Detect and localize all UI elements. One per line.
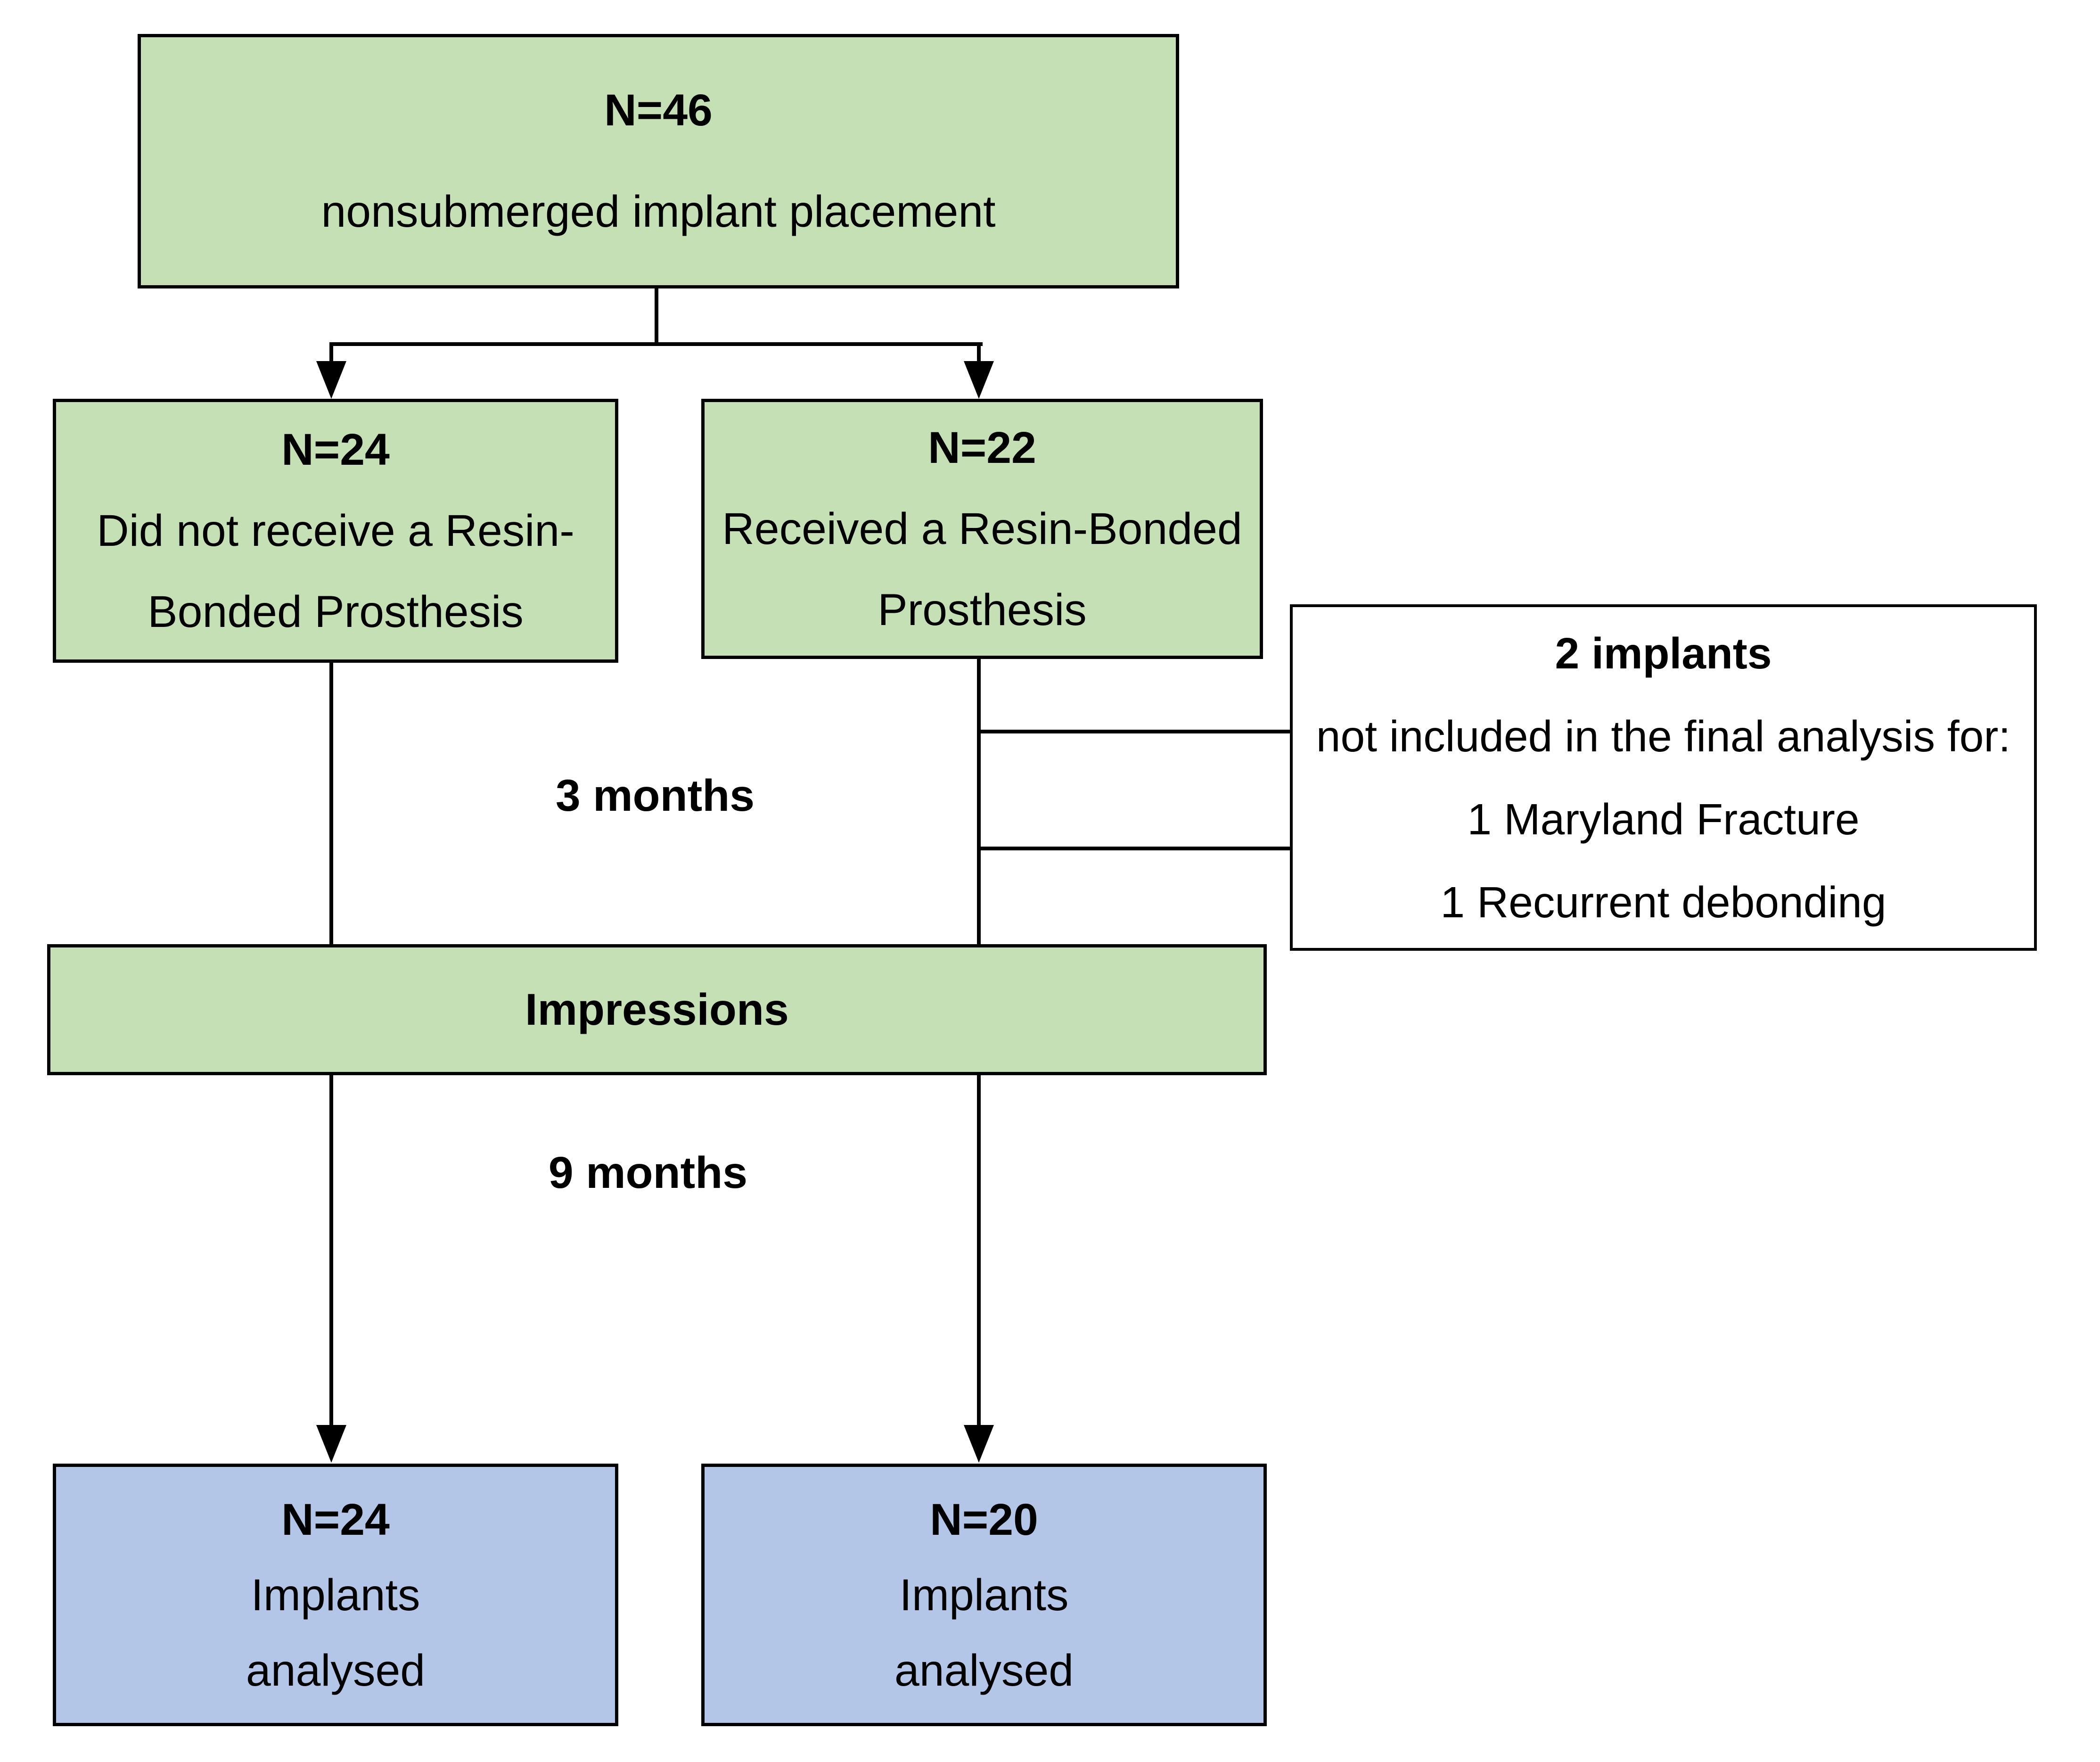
prosthesis-count: N=22 <box>928 423 1036 473</box>
enrollment-count: N=46 <box>604 85 713 135</box>
connector-split-horizontal <box>329 342 983 346</box>
analysed-left-line2: analysed <box>246 1645 426 1696</box>
analysed-left-count: N=24 <box>281 1494 390 1545</box>
connector-right-drop <box>977 342 981 367</box>
analysed-left-line1: Implants <box>251 1570 420 1620</box>
arrow-into-analysed-right-icon <box>964 1425 994 1463</box>
no-prosthesis-description-line1: Did not receive a Resin- <box>97 506 574 556</box>
arrow-into-right-box-icon <box>964 361 994 399</box>
excluded-reason-1: 1 Maryland Fracture <box>1467 794 1860 844</box>
arrow-into-analysed-left-icon <box>316 1425 346 1463</box>
excluded-count: 2 implants <box>1555 628 1772 678</box>
excluded-reason-2: 1 Recurrent debonding <box>1440 877 1887 927</box>
box-excluded: 2 implants not included in the final ana… <box>1290 604 2037 951</box>
connector-left-to-impressions <box>329 660 333 946</box>
prosthesis-description-line1: Received a Resin-Bonded <box>722 504 1242 554</box>
box-prosthesis: N=22 Received a Resin-Bonded Prosthesis <box>701 399 1263 659</box>
connector-left-drop <box>329 342 333 367</box>
box-enrollment: N=46 nonsubmerged implant placement <box>138 34 1179 288</box>
analysed-right-line1: Implants <box>899 1570 1069 1620</box>
analysed-right-line2: analysed <box>894 1645 1074 1696</box>
connector-right-to-impressions <box>977 656 981 946</box>
box-analysed-left: N=24 Implants analysed <box>53 1464 618 1726</box>
connector-left-to-analysed <box>329 1074 333 1428</box>
box-no-prosthesis: N=24 Did not receive a Resin- Bonded Pro… <box>53 399 618 663</box>
connector-right-to-analysed <box>977 1074 981 1428</box>
connector-enrollment-stem <box>655 287 658 345</box>
connector-exclusion-top <box>979 730 1292 733</box>
connector-exclusion-bottom <box>979 847 1292 850</box>
enrollment-description: nonsubmerged implant placement <box>321 187 996 237</box>
timepoint-3-months-label: 3 months <box>555 771 755 821</box>
arrow-into-left-box-icon <box>316 361 346 399</box>
prosthesis-description-line2: Prosthesis <box>878 585 1087 635</box>
excluded-reason-header: not included in the final analysis for: <box>1316 711 2011 761</box>
no-prosthesis-description-line2: Bonded Prosthesis <box>148 587 524 637</box>
box-analysed-right: N=20 Implants analysed <box>701 1464 1267 1726</box>
box-impressions: Impressions <box>47 944 1267 1075</box>
impressions-label: Impressions <box>525 985 789 1035</box>
analysed-right-count: N=20 <box>930 1494 1038 1545</box>
no-prosthesis-count: N=24 <box>281 425 390 475</box>
timepoint-9-months-label: 9 months <box>548 1148 748 1198</box>
